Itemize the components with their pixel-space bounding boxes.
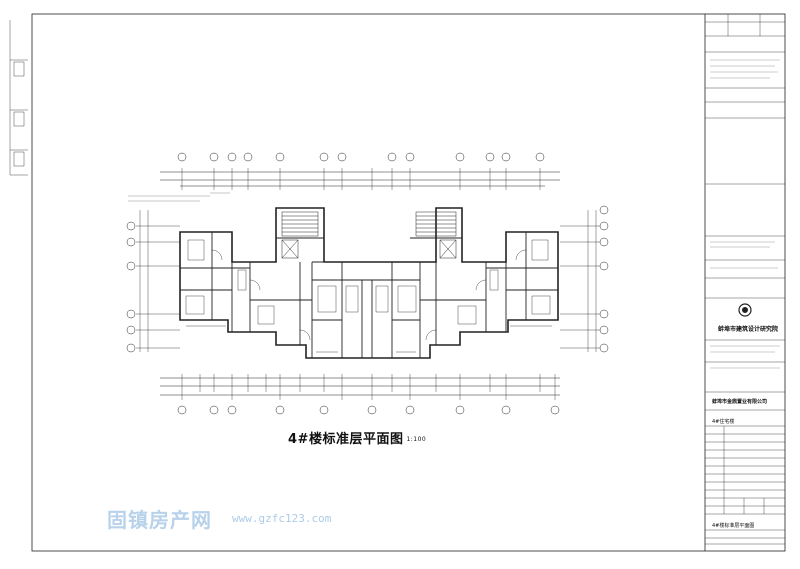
bottom-axis-bubbles <box>177 405 560 415</box>
title-block-drawing-name: 4#楼标准层平面图 <box>712 523 755 529</box>
watermark-brand: 固镇房产网 <box>107 508 212 532</box>
bottom-dimension-ticks <box>181 374 556 400</box>
building-outer-walls <box>179 207 559 359</box>
right-axis-bubbles <box>599 205 609 353</box>
project-name: 4#住宅楼 <box>712 419 735 425</box>
side-dimension-lines <box>136 210 600 352</box>
left-axis-bubbles <box>126 221 136 353</box>
stair-cores <box>281 211 457 259</box>
binding-margin <box>9 20 28 176</box>
top-axis-bubbles <box>177 152 545 162</box>
drawing-scale: 1:100 <box>406 436 427 443</box>
top-dimension-lines <box>160 171 560 187</box>
institute-logo-center <box>742 307 748 313</box>
plan-notes <box>128 192 230 202</box>
bottom-dimension-lines <box>160 377 560 396</box>
title-block-grid <box>705 14 785 545</box>
institute-logo <box>738 303 752 317</box>
top-dimension-ticks <box>181 168 541 190</box>
fixtures <box>185 239 552 353</box>
client-company: 蚌埠市金鼎置业有限公司 <box>712 399 768 405</box>
building-inner-walls <box>180 232 558 358</box>
drawing-border <box>31 13 786 552</box>
institute-name: 蚌埠市建筑设计研究院 <box>717 326 778 333</box>
title-block-notes <box>710 59 780 369</box>
watermark-url: www.gzfc123.com <box>232 512 332 525</box>
